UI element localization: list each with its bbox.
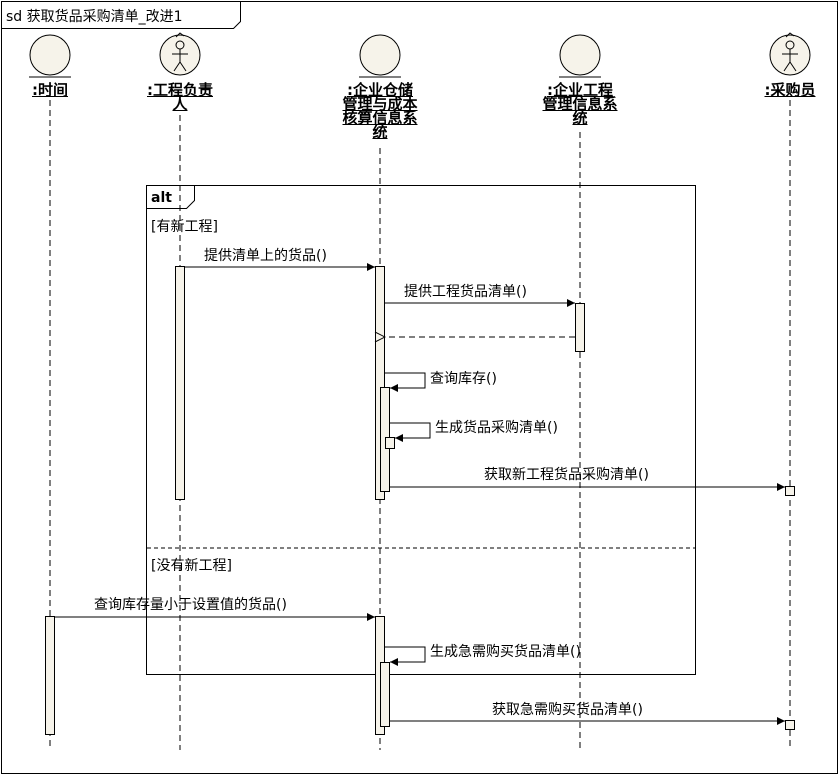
message-arrow-m5-self [390,422,431,442]
activation-buyer-2 [785,720,795,730]
message-label-m8: 生成急需购买货品清单() [430,644,581,660]
lifeline-label-warehouse: :企业仓储 管理与成本 核算信息系 统 [342,81,418,141]
lifeline-label-buyer: :采购员 [764,81,816,99]
frame-title-tab [1,1,241,29]
control-icon-warehouse [359,34,401,78]
actor-icon-buyer [769,32,811,76]
lifeline-label-engineer: :工程负责 人 [147,81,213,113]
message-arrow-m4-self [385,372,426,392]
activation-erp [575,303,585,352]
activation-time [45,616,55,735]
activation-warehouse-1 [375,266,385,500]
alt-fragment-tab [146,185,195,209]
guard-label-2: [没有新工程] [151,558,232,574]
message-label-m6: 获取新工程货品采购清单() [484,467,649,483]
lifeline-label-time: :时间 [32,81,68,99]
message-label-m7: 查询库存量小于设置值的货品() [94,597,287,613]
alt-operator-label: alt [151,190,172,206]
actor-icon-engineer [159,32,201,76]
activation-engineer [175,266,185,500]
lifeline-label-erp: :企业工程 管理信息系 统 [542,81,618,127]
alt-fragment [146,185,696,675]
activation-buyer-1 [785,486,795,496]
message-label-m2: 提供工程货品清单() [404,284,527,300]
activation-warehouse-nested-2 [385,437,395,449]
message-label-m4: 查询库存() [430,371,497,387]
diagram-title: sd 获取货品采购清单_改进1 [6,9,183,25]
control-icon-time [29,34,71,78]
activation-warehouse-nested-3 [380,662,390,727]
message-label-m9: 获取急需购买货品清单() [492,702,643,718]
message-label-m1: 提供清单上的货品() [204,248,327,264]
guard-label-1: [有新工程] [151,219,218,235]
control-icon-erp [559,34,601,78]
message-label-m5: 生成货品采购清单() [435,420,558,436]
message-arrow-m8-self [385,646,426,666]
